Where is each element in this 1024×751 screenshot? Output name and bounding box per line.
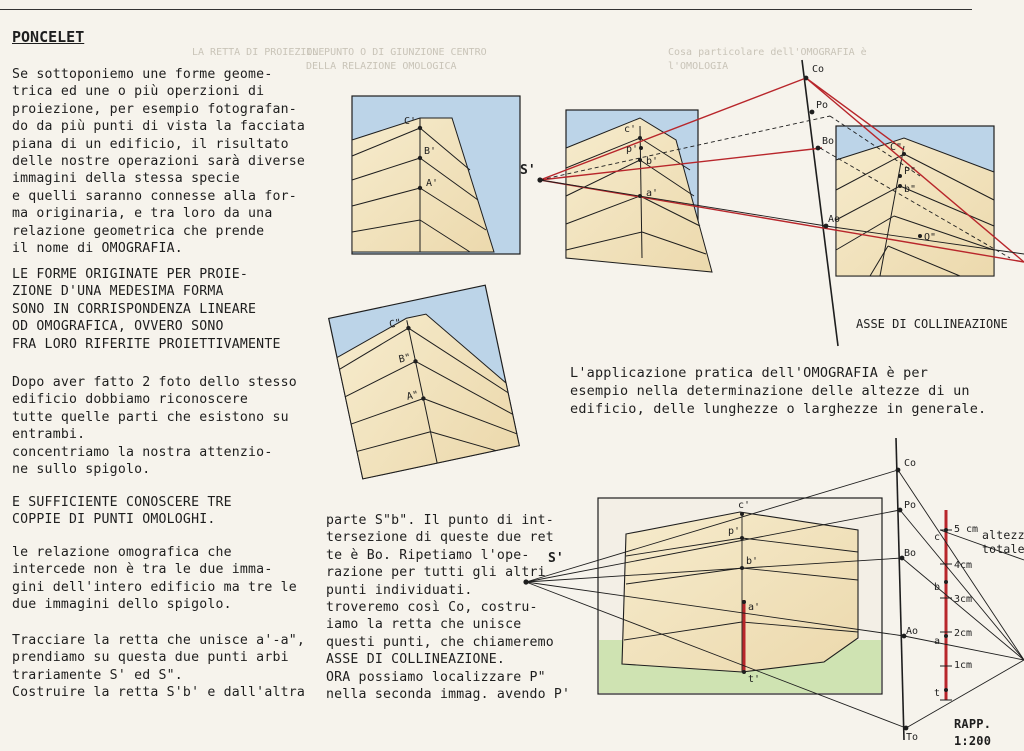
figure-1: C' B' A' [351,95,521,255]
fig3-label-p1: p' [626,144,638,155]
fig4-label-a: a [934,636,940,647]
fig4-label-a1: a' [748,602,760,613]
fig4-label-t: t [934,688,940,699]
fig3-label-q2: Q" [924,232,936,243]
fig4-label-t1: t' [748,674,760,685]
asse-label: ASSE DI COLLINEAZIONE [856,317,1008,331]
fig2-label-c: C" [388,318,402,331]
figure-3: S' Co Po Bo Ao c' p' b' a' C" P" b" Q" A… [520,59,1024,347]
fig3-label-b2: b" [904,184,916,195]
altezza-label: altezza totale [982,528,1024,556]
left-paragraph-4: E SUFFICIENTE CONOSCERE TRE COPPIE DI PU… [12,495,232,528]
fig4-label-po: Po [904,500,916,511]
ghost-text-3: Cosa particolare dell'OMOGRAFIA è l'OMOL… [668,47,867,72]
fig4-label-5cm: 5 cm [954,524,978,535]
page-title: PONCELET [12,28,85,46]
fig2-label-a: A" [406,390,420,403]
fig4-label-to: To [906,732,918,743]
fig4-label-s: S' [548,551,564,566]
fig1-wall [351,117,495,253]
fig1-label-b: B' [424,146,436,157]
left-paragraph-6: Tracciare la retta che unisce a'-a", pre… [12,633,306,701]
figure-4: S' Co Po Bo Ao To c' p' b' a' t' c b a t… [523,437,1024,743]
fig4-label-b: b [934,582,940,593]
fig3-label-c1: c' [624,124,636,135]
left-paragraph-5: le relazione omografica che intercede no… [12,545,297,613]
fig1-label-a: A' [426,178,438,189]
fig4-label-2cm: 2cm [954,628,972,639]
left-paragraph-2: LE FORME ORIGINATE PER PROIE- ZIONE D'UN… [12,267,281,352]
fig3-label-a1: a' [646,188,658,199]
fig4-label-co: Co [904,458,916,469]
fig4-label-c: c [934,532,940,543]
top-rule [0,9,972,10]
fig1-label-c: C' [404,116,416,127]
fig2-wall [336,313,520,480]
left-paragraph-1: Se sottoponiemo une forme geome- trica e… [12,67,306,257]
fig3-asse [801,59,839,347]
ghost-text-2: IL PUNTO O DI GIUNZIONE CENTRO DELLA REL… [306,47,487,72]
fig4-label-b1: b' [746,556,758,567]
fig4-label-p1: p' [728,526,740,537]
fig4-label-3cm: 3cm [954,594,972,605]
right-paragraph: L'applicazione pratica dell'OMOGRAFIA è … [570,365,987,417]
fig4-label-1cm: 1cm [954,660,972,671]
left-paragraph-3: Dopo aver fatto 2 foto dello stesso edif… [12,375,297,478]
fig3-label-c2: C" [890,142,902,153]
fig4-label-4cm: 4cm [954,560,972,571]
fig3-label-co: Co [812,64,824,75]
fig4-label-ao: Ao [906,626,918,637]
ghost-text-1: LA RETTA DI PROIEZIONE [192,47,325,58]
figure-2: C" B" A" [327,284,521,480]
fig4-label-bo: Bo [904,548,916,559]
fig2-label-b: B" [398,352,412,365]
middle-paragraph: parte S"b". Il punto di int- tersezione … [326,513,571,703]
fig4-asse [895,437,905,741]
fig3-label-bo: Bo [822,136,834,147]
fig3-label-po: Po [816,100,828,111]
fig3-label-b1: b' [646,156,658,167]
fig3-label-ao: Ao [828,214,840,225]
fig3-label-s: S' [520,163,536,178]
fig4-label-c1: c' [738,500,750,511]
fig3-right-wall [835,137,995,277]
fig3-label-p2: P" [904,166,916,177]
scale-label: RAPP. 1:200 [954,717,992,749]
